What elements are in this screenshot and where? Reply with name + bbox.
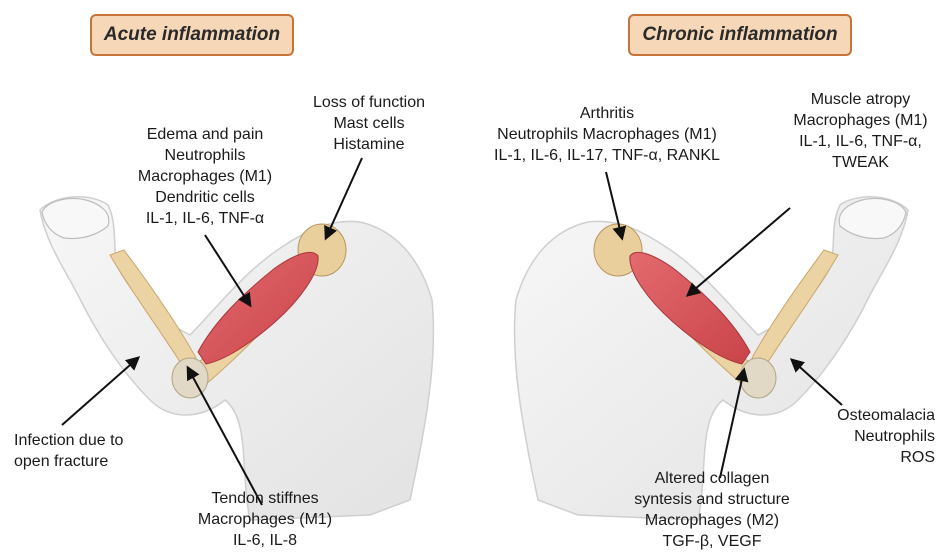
right-elbow-joint bbox=[740, 358, 776, 398]
label-line: Histamine bbox=[294, 134, 444, 155]
label-line: Mast cells bbox=[294, 113, 444, 134]
label-line: open fracture bbox=[14, 451, 164, 472]
label-edema: Edema and pain Neutrophils Macrophages (… bbox=[130, 124, 280, 229]
label-line: Tendon stiffnes bbox=[190, 488, 340, 509]
label-tendon: Tendon stiffnes Macrophages (M1) IL-6, I… bbox=[190, 488, 340, 551]
arrow-muscle bbox=[688, 208, 790, 295]
label-collagen: Altered collagen syntesis and structure … bbox=[612, 468, 812, 552]
label-line: syntesis and structure bbox=[612, 489, 812, 510]
label-line: IL-1, IL-6, IL-17, TNF-α, RANKL bbox=[472, 145, 742, 166]
label-line: Infection due to bbox=[14, 430, 164, 451]
label-loss-of-function: Loss of function Mast cells Histamine bbox=[294, 92, 444, 155]
label-line: IL-6, IL-8 bbox=[190, 530, 340, 551]
arrow-infection bbox=[62, 358, 138, 425]
label-muscle: Muscle atropy Macrophages (M1) IL-1, IL-… bbox=[778, 89, 943, 173]
label-line: Macrophages (M1) bbox=[190, 509, 340, 530]
label-line: Edema and pain bbox=[130, 124, 280, 145]
label-line: Altered collagen bbox=[612, 468, 812, 489]
label-line: ROS bbox=[790, 447, 935, 468]
chronic-title: Chronic inflammation bbox=[628, 14, 852, 56]
label-line: Osteomalacia bbox=[790, 405, 935, 426]
label-line: Neutrophils bbox=[130, 145, 280, 166]
chronic-title-text: Chronic inflammation bbox=[642, 24, 837, 46]
label-arthritis: Arthritis Neutrophils Macrophages (M1) I… bbox=[472, 103, 742, 166]
label-line: Neutrophils Macrophages (M1) bbox=[472, 124, 742, 145]
label-line: Dendritic cells bbox=[130, 187, 280, 208]
label-line: Neutrophils bbox=[790, 426, 935, 447]
label-line: Loss of function bbox=[294, 92, 444, 113]
label-line: Arthritis bbox=[472, 103, 742, 124]
label-osteomalacia: Osteomalacia Neutrophils ROS bbox=[790, 405, 935, 468]
label-line: Macrophages (M1) bbox=[130, 166, 280, 187]
left-elbow-joint bbox=[172, 358, 208, 398]
label-infection: Infection due to open fracture bbox=[14, 430, 164, 472]
label-line: TGF-β, VEGF bbox=[612, 531, 812, 552]
label-line: IL-1, IL-6, TNF-α bbox=[130, 208, 280, 229]
label-line: Macrophages (M1) bbox=[778, 110, 943, 131]
acute-title-text: Acute inflammation bbox=[104, 24, 280, 46]
label-line: Macrophages (M2) bbox=[612, 510, 812, 531]
acute-title: Acute inflammation bbox=[90, 14, 294, 56]
label-line: Muscle atropy bbox=[778, 89, 943, 110]
label-line: TWEAK bbox=[778, 152, 943, 173]
label-line: IL-1, IL-6, TNF-α, bbox=[778, 131, 943, 152]
